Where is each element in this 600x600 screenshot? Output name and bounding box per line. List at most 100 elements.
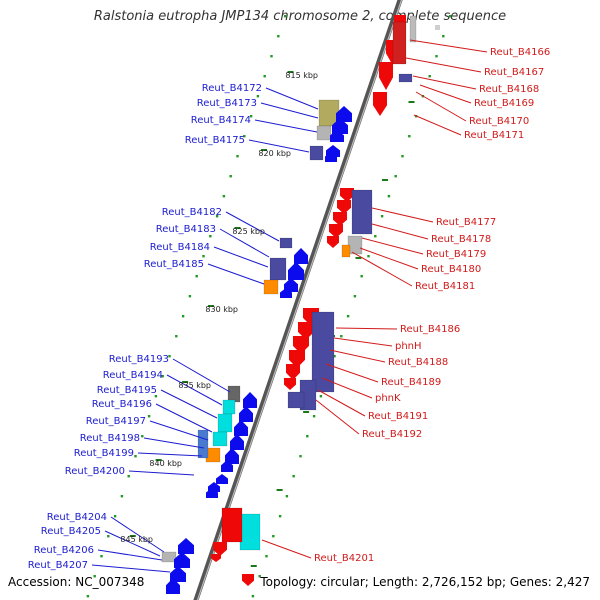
cog-box — [309, 145, 324, 161]
leader-line — [248, 139, 310, 153]
gene-label[interactable]: Reut_B4189 — [381, 377, 441, 388]
guide-dot — [195, 275, 198, 278]
gene-label[interactable]: Reut_B4191 — [368, 411, 428, 422]
gene-label[interactable]: Reut_B4193 — [109, 354, 169, 365]
guide-dot — [278, 515, 282, 518]
gene-label[interactable]: Reut_B4204 — [47, 512, 107, 523]
gene-label[interactable]: Reut_B4198 — [80, 433, 140, 444]
leader-line — [213, 246, 269, 268]
forward-gene — [243, 392, 257, 408]
gene-label[interactable]: Reut_B4183 — [156, 224, 216, 235]
guide-dot — [215, 215, 219, 218]
gene-label[interactable]: phnH — [395, 341, 422, 352]
gene-label[interactable]: Reut_B4168 — [479, 84, 539, 95]
gene-label[interactable]: Reut_B4180 — [421, 264, 481, 275]
gene-label[interactable]: Reut_B4182 — [162, 207, 222, 218]
leader-line — [254, 119, 318, 133]
gene-label[interactable]: Reut_B4186 — [400, 324, 460, 335]
gene-label[interactable]: Reut_B4177 — [436, 217, 496, 228]
reverse-gene — [337, 200, 351, 214]
gene-label[interactable]: Reut_B4199 — [74, 448, 134, 459]
gene-label[interactable]: Reut_B4181 — [415, 281, 475, 292]
gene-label[interactable]: Reut_B4185 — [144, 259, 204, 270]
guide-dot — [448, 15, 452, 18]
backbone-line — [193, 0, 403, 600]
guide-dot — [346, 315, 350, 318]
gene-label[interactable]: Reut_B4205 — [41, 526, 101, 537]
gene-label[interactable]: Reut_B4171 — [464, 130, 524, 141]
cog-box — [227, 385, 241, 403]
cog-box — [341, 244, 351, 258]
guide-dot — [258, 575, 261, 578]
forward-gene — [178, 538, 194, 554]
leader-line — [260, 102, 319, 119]
guide-dot — [387, 195, 391, 198]
guide-dot — [394, 175, 397, 178]
gene-label[interactable]: Reut_B4169 — [474, 98, 534, 109]
accession-label: Accession: NC_007348 — [8, 575, 145, 589]
gene-label[interactable]: Reut_B4172 — [202, 83, 262, 94]
guide-dot — [249, 115, 253, 118]
reverse-gene — [211, 554, 221, 562]
guide-dot — [319, 395, 323, 398]
gene-label[interactable]: Reut_B4196 — [92, 399, 152, 410]
cog-box — [398, 73, 413, 83]
leader-line — [315, 399, 360, 435]
forward-gene — [206, 488, 218, 498]
reverse-gene — [213, 542, 227, 556]
reverse-gene — [284, 378, 296, 390]
guide-dot — [188, 295, 192, 298]
guide-dot — [312, 415, 316, 418]
gene-label[interactable]: Reut_B4173 — [197, 98, 257, 109]
reverse-gene — [289, 350, 305, 368]
gene-label[interactable]: phnK — [375, 393, 401, 404]
guide-dot — [285, 495, 289, 498]
guide-dot — [243, 135, 246, 138]
gene-label[interactable]: Reut_B4184 — [150, 242, 210, 253]
guide-dot — [340, 335, 343, 338]
leader-line — [91, 564, 171, 573]
gene-label[interactable]: Reut_B4167 — [484, 67, 544, 78]
reverse-gene — [333, 212, 347, 226]
forward-gene — [225, 448, 239, 464]
guide-dot — [360, 275, 363, 278]
cog-box — [217, 413, 233, 433]
gene-label[interactable]: Reut_B4166 — [490, 47, 550, 58]
gene-label[interactable]: Reut_B4192 — [362, 429, 422, 440]
chromosome-backbone — [193, 0, 403, 600]
gene-label[interactable]: Reut_B4194 — [103, 370, 163, 381]
forward-gene — [288, 262, 304, 280]
gene-label[interactable]: Reut_B4206 — [34, 545, 94, 556]
gene-label[interactable]: Reut_B4174 — [191, 115, 251, 126]
guide-dot — [428, 75, 431, 78]
gene-label[interactable]: Reut_B4195 — [97, 385, 157, 396]
reverse-gene — [327, 236, 339, 248]
guide-dot — [374, 235, 377, 238]
forward-gene — [221, 460, 233, 472]
guide-dot — [181, 315, 185, 318]
gene-label[interactable]: Reut_B4197 — [86, 416, 146, 427]
gene-label[interactable]: Reut_B4201 — [314, 553, 374, 564]
gene-features — [161, 15, 440, 594]
gene-label[interactable]: Reut_B4179 — [426, 249, 486, 260]
gene-label[interactable]: Reut_B4207 — [28, 560, 88, 571]
guide-dot — [120, 495, 124, 498]
forward-gene — [332, 118, 348, 134]
scale-label: 820 kbp — [258, 149, 291, 158]
gene-label[interactable]: Reut_B4188 — [388, 357, 448, 368]
guide-dot — [333, 355, 336, 358]
gene-label[interactable]: Reut_B4170 — [469, 116, 529, 127]
gene-label[interactable]: Reut_B4175 — [185, 135, 245, 146]
gene-label[interactable]: Reut_B4200 — [65, 466, 125, 477]
gene-label[interactable]: Reut_B4178 — [431, 234, 491, 245]
forward-gene — [239, 406, 253, 422]
cog-box — [316, 125, 332, 141]
scale-label: 825 kbp — [232, 227, 265, 236]
cog-box — [287, 391, 305, 409]
reverse-gene — [293, 336, 309, 354]
leader-line — [415, 91, 467, 122]
leader-line — [405, 57, 482, 73]
cog-box — [269, 257, 287, 281]
cog-box — [263, 279, 279, 295]
